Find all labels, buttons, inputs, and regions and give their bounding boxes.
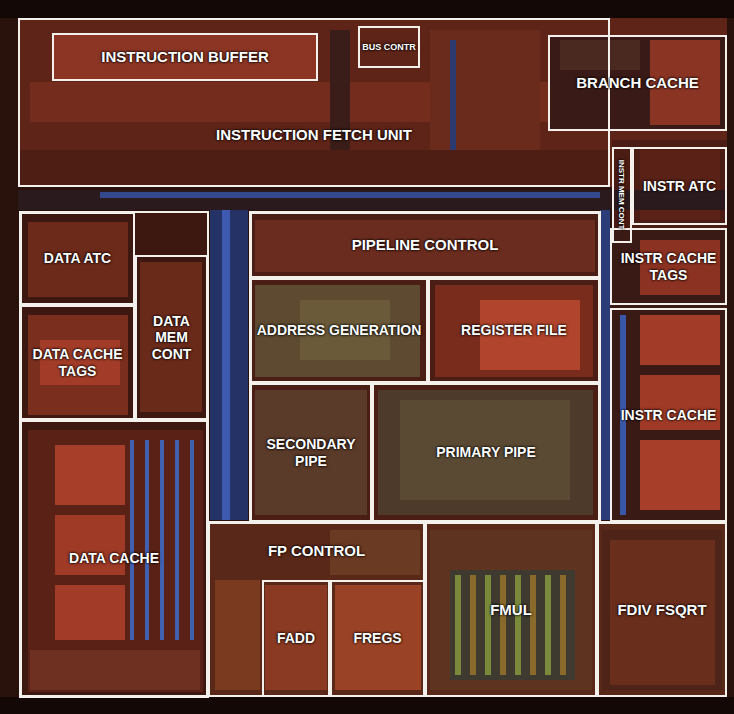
block-label: DATA CACHE TAGS (24, 346, 131, 378)
die-block: INSTR ATC (632, 147, 727, 225)
die-block: FDIV FSQRT (597, 522, 727, 697)
block-label: FP CONTROL (268, 542, 365, 559)
die-block: FMUL (425, 522, 597, 697)
block-label: FREGS (353, 630, 401, 646)
die-block: REGISTER FILE (428, 278, 600, 383)
block-label: BRANCH CACHE (576, 74, 699, 91)
block-label: FMUL (490, 601, 532, 618)
block-label: FDIV FSQRT (617, 601, 706, 618)
block-label: ADDRESS GENERATION (257, 322, 422, 338)
die-block: INSTR CACHE (610, 308, 727, 522)
die-block: PRIMARY PIPE (372, 383, 600, 522)
die-block: INSTRUCTION BUFFER (52, 33, 318, 81)
block-label: PIPELINE CONTROL (352, 236, 499, 253)
die-block: DATA CACHE TAGS (20, 305, 135, 420)
die-block: PIPELINE CONTROL (250, 212, 600, 278)
die-block: BUS CONTR (358, 26, 420, 68)
die-block: DATA CACHE (20, 420, 208, 697)
block-label: INSTR CACHE TAGS (614, 250, 723, 282)
die-block: FREGS (330, 580, 425, 697)
block-label: FADD (277, 630, 315, 646)
block-label: INSTR MEM CONT (617, 160, 626, 230)
die-block: ADDRESS GENERATION (250, 278, 428, 383)
die-block: DATA ATC (20, 212, 135, 305)
block-label: PRIMARY PIPE (436, 444, 536, 460)
die-block: FADD (262, 580, 330, 697)
die-block: BRANCH CACHE (548, 35, 727, 131)
block-label: DATA CACHE (69, 550, 159, 566)
block-label: REGISTER FILE (461, 322, 567, 338)
die-block: SECONDARY PIPE (250, 383, 372, 522)
block-label: INSTRUCTION FETCH UNIT (216, 126, 412, 143)
die-block: DATA MEM CONT (135, 255, 208, 420)
block-label: INSTR CACHE (621, 407, 717, 423)
die-block: FP CONTROL FADD FREGS (208, 522, 425, 697)
block-label: INSTR ATC (643, 178, 716, 194)
die-block: INSTR CACHE TAGS (610, 228, 727, 305)
block-label: INSTRUCTION BUFFER (101, 48, 269, 65)
block-label: BUS CONTR (362, 42, 416, 52)
block-label: DATA MEM CONT (139, 313, 204, 361)
die-block: INSTRUCTION FETCH UNIT INSTRUCTION BUFFER… (18, 18, 610, 187)
block-label: DATA ATC (44, 250, 111, 266)
block-label: SECONDARY PIPE (254, 436, 368, 468)
